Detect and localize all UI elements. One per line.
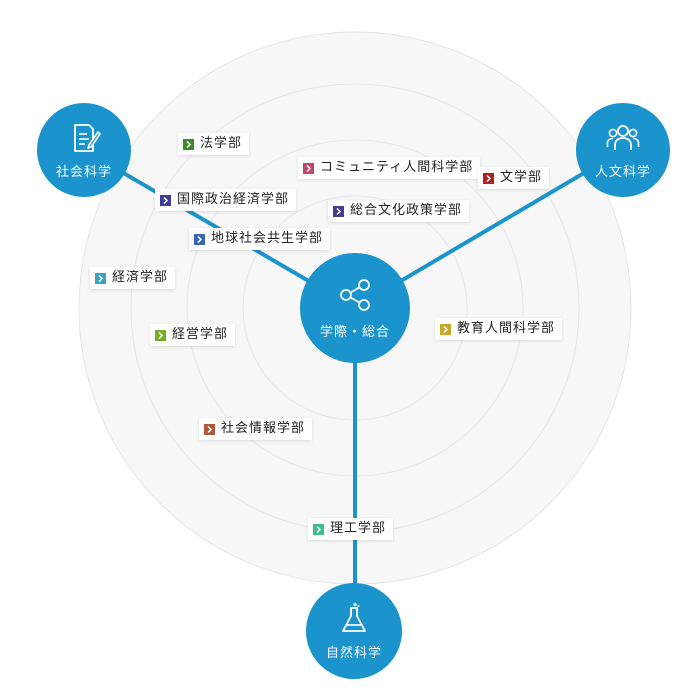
hub-interdisciplinary-label: 学際・総合	[319, 324, 390, 340]
dept-education-label: 教育人間科学部	[457, 321, 556, 336]
chevron-right-icon	[160, 194, 171, 206]
dept-global-studies[interactable]: 地球社会共生学部	[189, 228, 331, 250]
hub-natural-science-label: 自然科学	[325, 645, 382, 661]
chevron-right-icon	[333, 205, 344, 217]
dept-community[interactable]: コミュニティ人間科学部	[298, 157, 481, 179]
chevron-right-icon	[183, 138, 194, 150]
dept-science-engineering-label: 理工学部	[330, 521, 387, 536]
dept-law[interactable]: 法学部	[178, 133, 250, 155]
share-network-icon	[340, 278, 370, 311]
chevron-right-icon	[204, 423, 215, 435]
chevron-right-icon	[95, 272, 106, 284]
people-group-icon	[606, 124, 640, 150]
dept-economics[interactable]: 経済学部	[90, 267, 176, 289]
chevron-right-icon	[194, 233, 205, 245]
hub-social-science[interactable]: 社会科学	[37, 103, 131, 197]
hub-natural-science[interactable]: 自然科学	[306, 583, 402, 679]
dept-intl-politics-label: 国際政治経済学部	[177, 192, 290, 207]
dept-business[interactable]: 経営学部	[150, 324, 236, 346]
hub-humanities-label: 人文科学	[594, 164, 651, 180]
dept-cultural-policy-label: 総合文化政策学部	[350, 203, 463, 218]
hub-humanities[interactable]: 人文科学	[576, 103, 670, 197]
hub-social-science-label: 社会科学	[55, 164, 112, 180]
dept-cultural-policy[interactable]: 総合文化政策学部	[328, 200, 470, 222]
dept-community-label: コミュニティ人間科学部	[320, 160, 474, 175]
dept-letters[interactable]: 文学部	[478, 167, 550, 189]
hub-interdisciplinary[interactable]: 学際・総合	[300, 253, 410, 363]
chevron-right-icon	[313, 523, 324, 535]
dept-social-informatics[interactable]: 社会情報学部	[199, 418, 313, 440]
chevron-right-icon	[483, 172, 494, 184]
dept-economics-label: 経済学部	[112, 270, 169, 285]
dept-education[interactable]: 教育人間科学部	[435, 318, 563, 340]
dept-global-studies-label: 地球社会共生学部	[211, 231, 324, 246]
chevron-right-icon	[155, 329, 166, 341]
chevron-right-icon	[303, 162, 314, 174]
dept-social-informatics-label: 社会情報学部	[221, 421, 306, 436]
document-pen-icon	[74, 123, 101, 152]
dept-letters-label: 文学部	[500, 170, 543, 185]
dept-business-label: 経営学部	[172, 327, 229, 342]
dept-law-label: 法学部	[200, 136, 243, 151]
flask-icon	[342, 602, 366, 632]
chevron-right-icon	[440, 323, 451, 335]
dept-intl-politics[interactable]: 国際政治経済学部	[155, 189, 297, 211]
dept-science-engineering[interactable]: 理工学部	[308, 518, 394, 540]
